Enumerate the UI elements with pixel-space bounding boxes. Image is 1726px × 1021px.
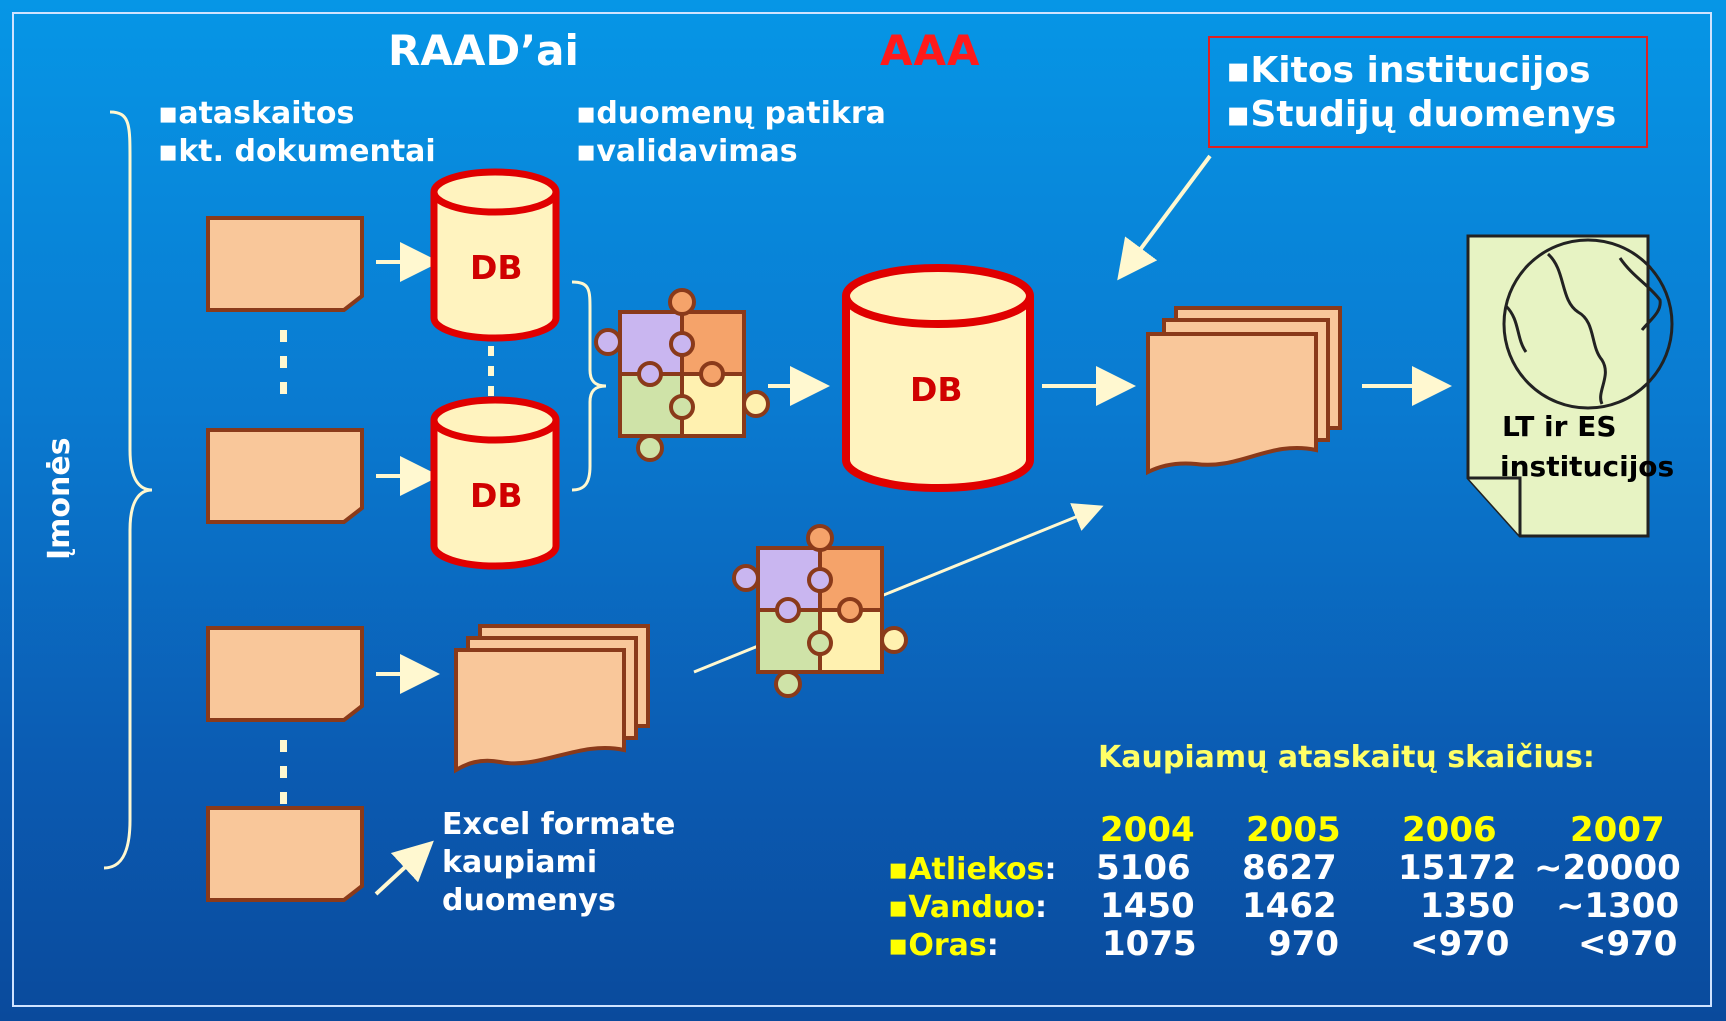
- excel-caption-line2: kaupiami: [442, 845, 598, 880]
- companies-side-label: Įmonės: [42, 437, 77, 560]
- database-main: [842, 264, 1034, 492]
- db-label-main: DB: [910, 370, 963, 409]
- value-atliekos-2005: 8627: [1242, 848, 1337, 888]
- year-2004: 2004: [1100, 810, 1195, 850]
- puzzle-icon-top: [594, 288, 770, 462]
- value-vanduo-2004: 1450: [1100, 886, 1195, 926]
- institution-label-line1: LT ir ES: [1502, 410, 1617, 443]
- other-sources-box: [1208, 36, 1648, 148]
- document-icon: [206, 216, 364, 902]
- row-label-vanduo: ▪Vanduo:: [888, 890, 1047, 925]
- value-vanduo-2006: 1350: [1420, 886, 1515, 926]
- stats-title: Kaupiamų ataskaitų skaičius:: [1098, 740, 1595, 775]
- slide-frame: [12, 12, 1712, 1007]
- year-2005: 2005: [1246, 810, 1341, 850]
- row-label-oras: ▪Oras:: [888, 928, 999, 963]
- aaa-title: AAA: [880, 26, 981, 75]
- other-institutions-label: ▪Kitos institucijos: [1226, 50, 1591, 91]
- bullet-validation: ▪validavimas: [576, 134, 798, 169]
- value-atliekos-2004: 5106: [1096, 848, 1191, 888]
- value-atliekos-2006: 15172: [1398, 848, 1517, 888]
- value-vanduo-2005: 1462: [1242, 886, 1337, 926]
- excel-caption-line3: duomenys: [442, 883, 616, 918]
- value-oras-2005: 970: [1268, 924, 1339, 964]
- database-small-top: [430, 168, 560, 342]
- value-oras-2004: 1075: [1102, 924, 1197, 964]
- bullet-reports: ▪ataskaitos: [158, 96, 355, 131]
- excel-caption-line1: Excel formate: [442, 807, 676, 842]
- bullet-data-check: ▪duomenų patikra: [576, 96, 886, 131]
- study-data-label: ▪Studijų duomenys: [1226, 94, 1617, 135]
- left-brace: [103, 110, 153, 870]
- value-oras-2007: <970: [1578, 924, 1678, 964]
- bullet-other-documents: ▪kt. dokumentai: [158, 134, 436, 169]
- globe-document-icon: [1466, 234, 1674, 538]
- puzzle-icon-bottom: [732, 524, 908, 698]
- value-atliekos-2007: ~20000: [1534, 848, 1681, 888]
- report-document-stack: [1146, 306, 1342, 476]
- value-oras-2006: <970: [1410, 924, 1510, 964]
- excel-caption: Excel formate kaupiami duomenys: [442, 806, 722, 920]
- db-label-bottom: DB: [470, 476, 523, 515]
- year-2006: 2006: [1402, 810, 1497, 850]
- value-vanduo-2007: ~1300: [1556, 886, 1680, 926]
- row-label-atliekos: ▪Atliekos:: [888, 852, 1057, 887]
- institution-label-line2: institucijos: [1500, 450, 1675, 483]
- database-small-bottom: [430, 396, 560, 570]
- db-label-top: DB: [470, 248, 523, 287]
- raad-title: RAAD’ai: [388, 26, 579, 75]
- excel-document-stack: [454, 624, 650, 774]
- year-2007: 2007: [1570, 810, 1665, 850]
